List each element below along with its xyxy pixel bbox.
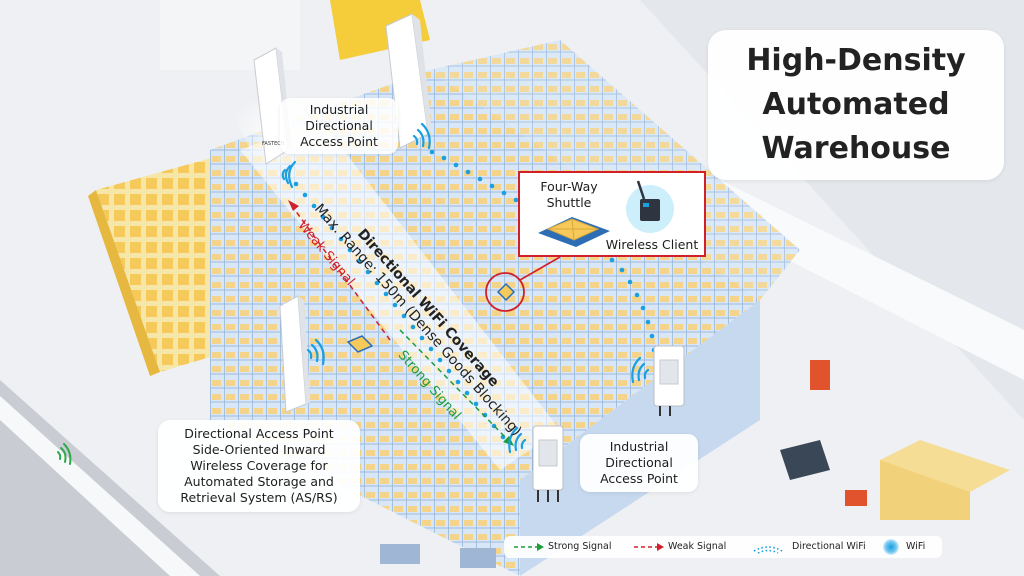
title-card: High-Density Automated Warehouse [708, 30, 1004, 180]
directional-wifi-legend-icon [753, 546, 783, 554]
shuttle-callout: Four-Way Shuttle Wireless Client [518, 171, 706, 257]
title-line-1: High-Density [746, 43, 966, 78]
shuttle-line-1: Four-Way [540, 179, 598, 194]
title-line-2: Automated [762, 87, 950, 122]
label-side-line-4: Automated Storage and [184, 474, 334, 489]
wifi-icon-ap-bottom-center [508, 426, 527, 454]
legend: Strong Signal Weak Signal Directional Wi… [504, 536, 942, 558]
wireless-client-label: Wireless Client [605, 237, 699, 252]
weak-signal-arrow [291, 205, 391, 341]
shuttle-icon [538, 217, 610, 247]
shuttle-small [346, 335, 374, 353]
title-line-3: Warehouse [761, 131, 951, 166]
label-ap-top-line-2: Directional [305, 118, 373, 133]
label-side-line-2: Side-Oriented Inward [192, 442, 326, 457]
shuttle-line-2: Shuttle [546, 195, 592, 210]
wireless-client-icon [626, 180, 674, 233]
wifi-legend-icon [883, 539, 899, 555]
access-point-side [279, 295, 310, 413]
shuttle-callout-title: Four-Way Shuttle [530, 179, 608, 211]
label-ap-top-line-1: Industrial [309, 102, 369, 117]
wifi-icon-far-left [57, 443, 72, 465]
wifi-icon-ap-top-left [281, 160, 297, 189]
shuttle-highlight-circle [485, 272, 525, 312]
label-industrial-ap-bottom: Industrial Directional Access Point [580, 434, 698, 492]
ap-brand-label: FASTECH [262, 141, 285, 147]
industrial-access-point-right [653, 345, 685, 416]
strong-signal-arrow [399, 329, 509, 441]
directional-wifi-path-2 [293, 181, 506, 440]
wifi-icon-ap-top-center [412, 122, 431, 150]
label-side-line-5: Retrieval System (AS/RS) [180, 490, 338, 505]
wifi-icon-ap-side [306, 338, 325, 366]
wifi-icon-ap-right [631, 356, 650, 384]
label-ap-bottom-line-2: Directional [605, 455, 673, 470]
legend-weak-label: Weak Signal [668, 541, 727, 552]
label-industrial-ap-top: Industrial Directional Access Point [280, 98, 398, 154]
label-side-access-point: Directional Access Point Side-Oriented I… [158, 420, 360, 512]
label-ap-top-line-3: Access Point [300, 134, 378, 149]
legend-strong-label: Strong Signal [548, 541, 612, 552]
label-ap-bottom-line-1: Industrial [609, 439, 669, 454]
rack-front [210, 150, 520, 576]
legend-directional-label: Directional WiFi [792, 541, 866, 552]
strong-signal-legend-icon [514, 543, 544, 551]
label-side-line-3: Wireless Coverage for [190, 458, 328, 473]
label-ap-bottom-line-3: Access Point [600, 471, 678, 486]
industrial-access-point-bottom [532, 425, 564, 502]
label-side-line-1: Directional Access Point [184, 426, 334, 441]
weak-signal-legend-icon [634, 543, 664, 551]
legend-wifi-label: WiFi [906, 541, 926, 552]
